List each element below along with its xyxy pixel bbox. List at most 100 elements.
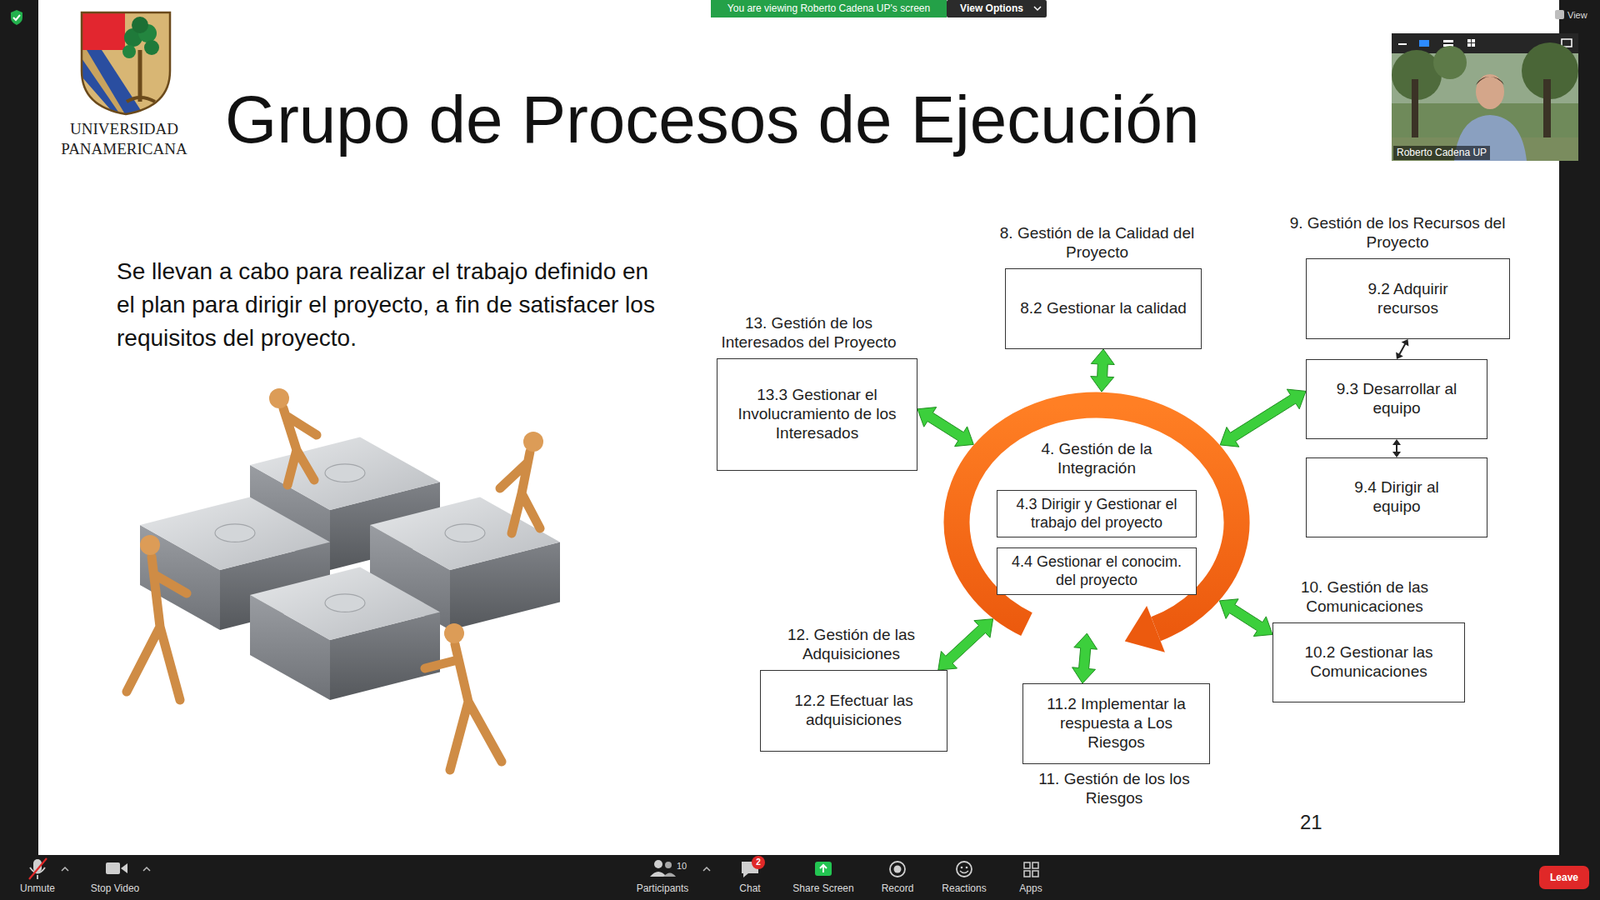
leave-button: Leave	[1539, 865, 1590, 890]
puzzle-illustration	[126, 408, 540, 770]
video-thumbnail	[1467, 43, 1471, 47]
integration-cycle: 4. Gestión de la Integración4.3 Dirigir …	[943, 391, 1250, 654]
video-thumbnail	[1471, 43, 1475, 47]
share-banner	[710, 0, 947, 18]
puzzle-illustration	[500, 451, 540, 534]
process-text: 11.2 Implementar la respuesta a Los Ries…	[1031, 695, 1201, 752]
process-arrow	[1219, 599, 1273, 637]
share-banner	[946, 0, 1047, 18]
process-text: 8.2 Gestionar la calidad	[1020, 299, 1187, 319]
puzzle-illustration	[269, 388, 290, 409]
university-logo	[144, 40, 160, 55]
cycle-arc	[956, 405, 1237, 630]
meeting-toolbar	[0, 855, 1600, 900]
meeting-toolbar	[663, 873, 676, 878]
toolbar-label: Unmute	[4, 882, 71, 895]
meeting-toolbar	[960, 870, 969, 874]
video-thumbnail	[1433, 45, 1467, 80]
meeting-toolbar	[61, 867, 69, 871]
process-box: 4.3 Dirigir y Gestionar el trabajo del p…	[996, 490, 1197, 538]
link-arrow	[1392, 439, 1401, 458]
puzzle-illustration	[425, 644, 502, 770]
participant-count: 10	[676, 860, 687, 872]
university-logo	[126, 97, 155, 102]
process-box: 13. Gestión de los Interesados del Proye…	[716, 358, 918, 471]
view-button: View	[1567, 9, 1588, 21]
meeting-toolbar	[894, 865, 902, 874]
meeting-toolbar	[105, 862, 120, 875]
university-logo	[81, 12, 170, 117]
meeting-toolbar	[1032, 862, 1039, 869]
video-thumbnail	[1398, 43, 1407, 45]
share-banner-text: You are viewing Roberto Cadena UP's scre…	[710, 0, 947, 18]
meeting-toolbar	[956, 861, 972, 877]
meeting-toolbar	[120, 863, 128, 874]
puzzle-illustration	[325, 464, 365, 483]
process-box: 11.2 Implementar la respuesta a Los Ries…	[1022, 683, 1210, 765]
toolbar-label: Reactions	[926, 882, 1002, 895]
process-box: 9. Gestión de los Recursos del Proyecto9…	[1305, 258, 1510, 340]
process-box: 10. Gestión de las Comunicaciones10.2 Ge…	[1272, 622, 1465, 703]
process-arrow	[917, 407, 974, 447]
page-number: 21	[1300, 810, 1323, 835]
video-thumbnail	[1419, 40, 1430, 47]
meeting-toolbar	[703, 867, 710, 871]
meeting-toolbar	[820, 865, 827, 873]
video-thumbnail	[1561, 39, 1572, 47]
knowledge-area-heading: 9. Gestión de los Recursos del Proyecto	[1289, 214, 1506, 253]
meeting-toolbar	[890, 861, 905, 877]
puzzle-illustration	[444, 623, 465, 644]
cycle-arrowhead	[1125, 605, 1165, 653]
share-banner	[710, 0, 1047, 18]
link-arrow	[1395, 339, 1409, 360]
description-text: Se llevan a cabo para realizar el trabaj…	[116, 255, 659, 355]
puzzle-illustration	[250, 566, 440, 640]
process-box: 12. Gestión de las Adquisiciones12.2 Efe…	[760, 670, 948, 752]
share-banner	[1034, 6, 1041, 10]
process-arrow	[938, 619, 994, 670]
toolbar-label: Apps	[997, 882, 1065, 895]
university-logo	[81, 12, 170, 115]
meeting-toolbar	[965, 866, 969, 870]
process-arrow	[1220, 389, 1306, 447]
security-icon	[13, 15, 20, 20]
security-icon	[10, 10, 23, 25]
university-logo	[81, 12, 125, 50]
process-box: 4.4 Gestionar el conocim. del proyecto	[996, 547, 1197, 595]
toolbar-label: Share Screen	[781, 882, 865, 895]
process-text: 4.3 Dirigir y Gestionar el trabajo del p…	[1005, 495, 1188, 532]
knowledge-area-heading: 12. Gestión de las Adquisiciones	[760, 625, 944, 665]
process-arrow	[1090, 349, 1115, 392]
process-text: 4.4 Gestionar el conocim. del proyecto	[1005, 553, 1188, 590]
video-thumbnail	[1443, 40, 1454, 43]
university-logo	[81, 12, 170, 117]
meeting-toolbar	[1024, 870, 1030, 877]
security-icon	[10, 10, 23, 25]
process-box: 8. Gestión de la Calidad del Proyecto8.2…	[1005, 268, 1202, 350]
chat-badge: 2	[751, 855, 765, 870]
process-text: 9.4 Dirigir al equipo	[1350, 478, 1443, 517]
process-text: 12.2 Efectuar las adquisiciones	[769, 691, 939, 730]
process-text: 9.2 Adquirir recursos	[1354, 280, 1463, 319]
university-logo	[138, 50, 143, 102]
toolbar-label: Chat	[716, 882, 784, 895]
puzzle-illustration	[140, 535, 160, 555]
puzzle-illustration	[126, 556, 187, 700]
video-thumbnail	[1471, 39, 1475, 43]
meeting-toolbar	[960, 866, 964, 870]
university-logo	[81, 12, 170, 117]
meeting-toolbar	[654, 860, 663, 869]
knowledge-area-heading: 11. Gestión de los los Riesgos	[1022, 770, 1206, 809]
participant-name: Roberto Cadena UP	[1393, 145, 1490, 160]
puzzle-illustration	[283, 408, 317, 485]
knowledge-area-heading: 13. Gestión de los Interesados del Proye…	[705, 314, 914, 353]
video-thumbnail	[1475, 76, 1505, 85]
meeting-toolbar	[0, 855, 1600, 900]
view-options-button: View Options	[948, 0, 1035, 18]
knowledge-area-heading: 8. Gestión de la Calidad del Proyecto	[997, 224, 1198, 263]
meeting-toolbar	[1032, 870, 1039, 877]
process-box: 9.4 Dirigir al equipo	[1305, 457, 1488, 538]
meeting-toolbar	[665, 861, 672, 869]
university-name: UNIVERSIDAD PANAMERICANA	[45, 119, 204, 160]
